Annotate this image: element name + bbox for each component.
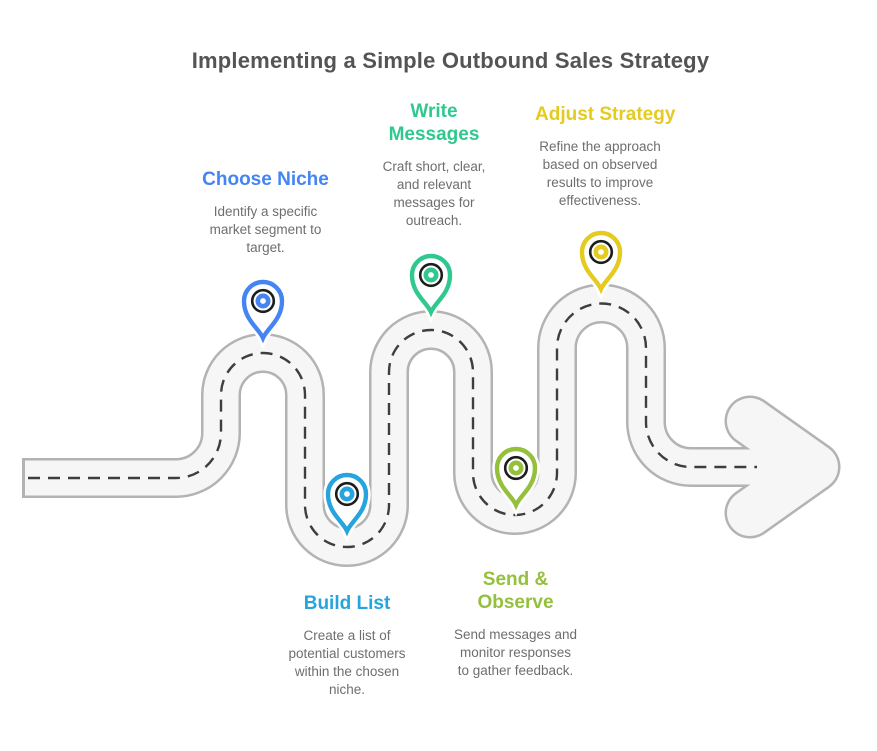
map-pin-send-observe bbox=[497, 449, 535, 505]
road-body bbox=[25, 286, 775, 565]
pin-dot bbox=[508, 460, 524, 476]
milestone-label-adjust-strategy: Adjust Strategy Refine the approach base… bbox=[535, 103, 676, 209]
map-pin-build-list bbox=[328, 475, 366, 531]
milestone-label-build-list: Build List Create a list of potential cu… bbox=[282, 592, 412, 698]
pin-dot bbox=[255, 293, 271, 309]
page-title: Implementing a Simple Outbound Sales Str… bbox=[191, 48, 710, 73]
pin-dot bbox=[339, 486, 355, 502]
milestone-label-send-observe: Send & Observe Send messages and monitor… bbox=[453, 568, 578, 680]
milestone-title-send-observe: Send & Observe bbox=[477, 569, 554, 614]
milestone-title-build-list: Build List bbox=[303, 593, 391, 614]
milestone-description-adjust-strategy: Refine the approach based on observed re… bbox=[539, 139, 661, 208]
milestone-description-choose-niche: Identify a specific market segment to ta… bbox=[209, 204, 322, 255]
pin-dot bbox=[423, 267, 439, 283]
pin-dot bbox=[593, 244, 609, 260]
arrow-body bbox=[727, 398, 838, 536]
milestone-description-build-list: Create a list of potential customers wit… bbox=[288, 628, 406, 697]
road-centerline bbox=[28, 302, 757, 549]
milestone-title-choose-niche: Choose Niche bbox=[202, 169, 329, 190]
milestone-description-send-observe: Send messages and monitor responses to g… bbox=[453, 627, 578, 678]
map-pin-choose-niche bbox=[244, 282, 282, 338]
milestone-label-choose-niche: Choose Niche Identify a specific market … bbox=[198, 168, 333, 257]
milestone-label-write-messages: Write Messages Craft short, clear, and r… bbox=[374, 100, 494, 230]
milestone-description-write-messages: Craft short, clear, and relevant message… bbox=[382, 159, 486, 228]
map-pin-write-messages bbox=[412, 256, 450, 312]
milestone-title-write-messages: Write Messages bbox=[388, 101, 480, 146]
map-pin-adjust-strategy bbox=[582, 233, 620, 289]
milestone-title-adjust-strategy: Adjust Strategy bbox=[535, 104, 676, 125]
